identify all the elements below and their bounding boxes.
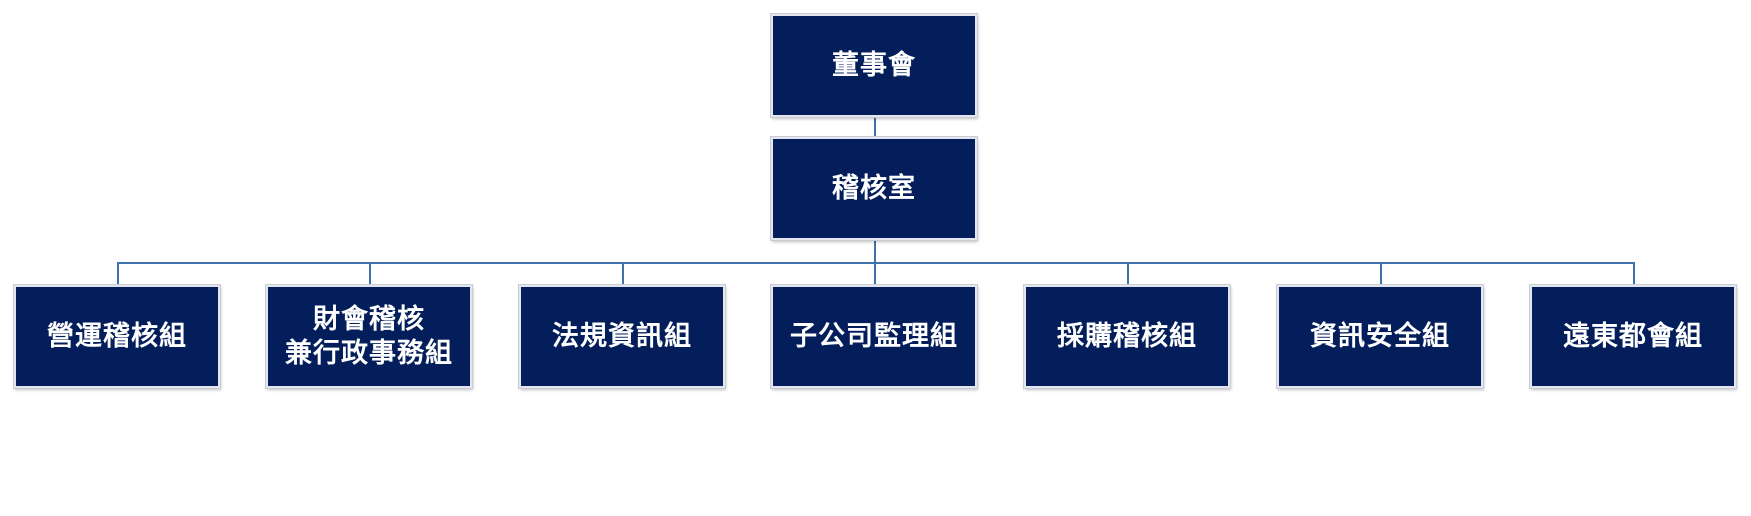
unit-box-procurement-audit: 採購稽核組 — [1024, 285, 1230, 388]
unit-box-subsidiary-supervision: 子公司監理組 — [771, 285, 977, 388]
unit-box-finance-audit-admin: 財會稽核 兼行政事務組 — [266, 285, 472, 388]
unit-label: 資訊安全組 — [1310, 320, 1450, 352]
connector-bus-to-unit-4 — [874, 262, 876, 285]
unit-box-far-eastern-metropolitan: 遠東都會組 — [1530, 285, 1736, 388]
connector-board-to-audit — [874, 117, 876, 137]
connector-horizontal-bus — [117, 262, 1635, 264]
board-box: 董事會 — [771, 14, 977, 117]
connector-bus-to-unit-3 — [622, 262, 624, 285]
audit-office-box: 稽核室 — [771, 137, 977, 240]
audit-office-label: 稽核室 — [832, 172, 916, 204]
unit-box-operations-audit: 營運稽核組 — [14, 285, 220, 388]
connector-bus-to-unit-1 — [117, 262, 119, 285]
connector-bus-to-unit-5 — [1127, 262, 1129, 285]
unit-box-legal-info: 法規資訊組 — [519, 285, 725, 388]
unit-box-info-security: 資訊安全組 — [1277, 285, 1483, 388]
unit-label: 法規資訊組 — [552, 320, 692, 352]
unit-label: 財會稽核 兼行政事務組 — [285, 303, 453, 369]
connector-audit-to-bus — [874, 240, 876, 263]
unit-label: 遠東都會組 — [1563, 320, 1703, 352]
connector-bus-to-unit-7 — [1633, 262, 1635, 285]
unit-label: 營運稽核組 — [47, 320, 187, 352]
connector-bus-to-unit-2 — [369, 262, 371, 285]
unit-label: 子公司監理組 — [790, 320, 958, 352]
board-label: 董事會 — [832, 49, 916, 81]
unit-label: 採購稽核組 — [1057, 320, 1197, 352]
connector-bus-to-unit-6 — [1380, 262, 1382, 285]
